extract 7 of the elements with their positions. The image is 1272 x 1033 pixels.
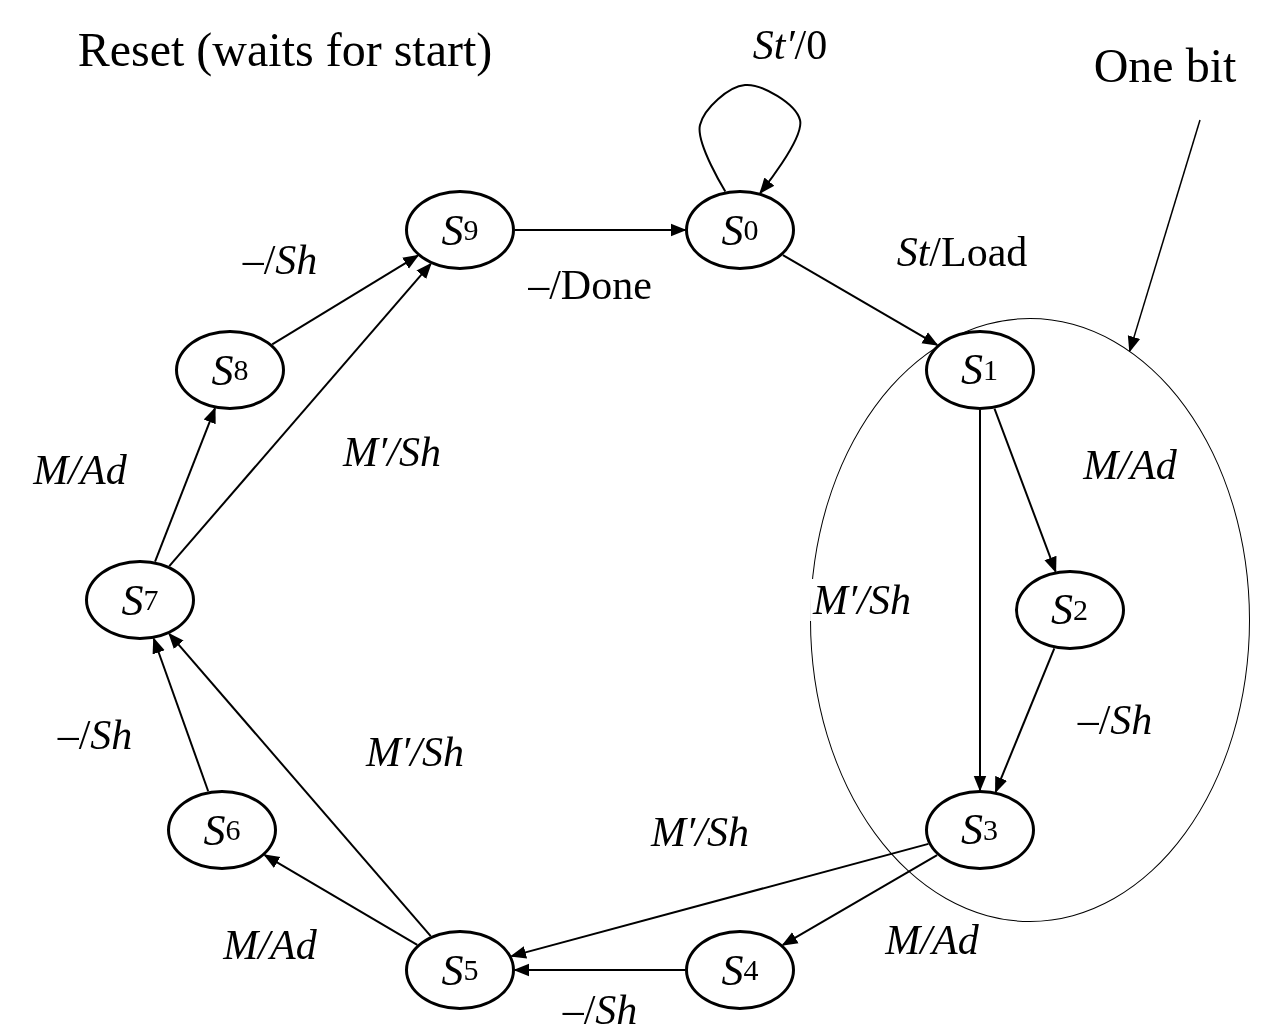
- arrow: [513, 963, 686, 977]
- arrow: [510, 842, 930, 959]
- arrow: [514, 223, 687, 237]
- arrow: [781, 854, 939, 946]
- arrow: [973, 409, 987, 792]
- leader-line: [1127, 119, 1201, 353]
- callout-text: One bit: [1075, 37, 1255, 93]
